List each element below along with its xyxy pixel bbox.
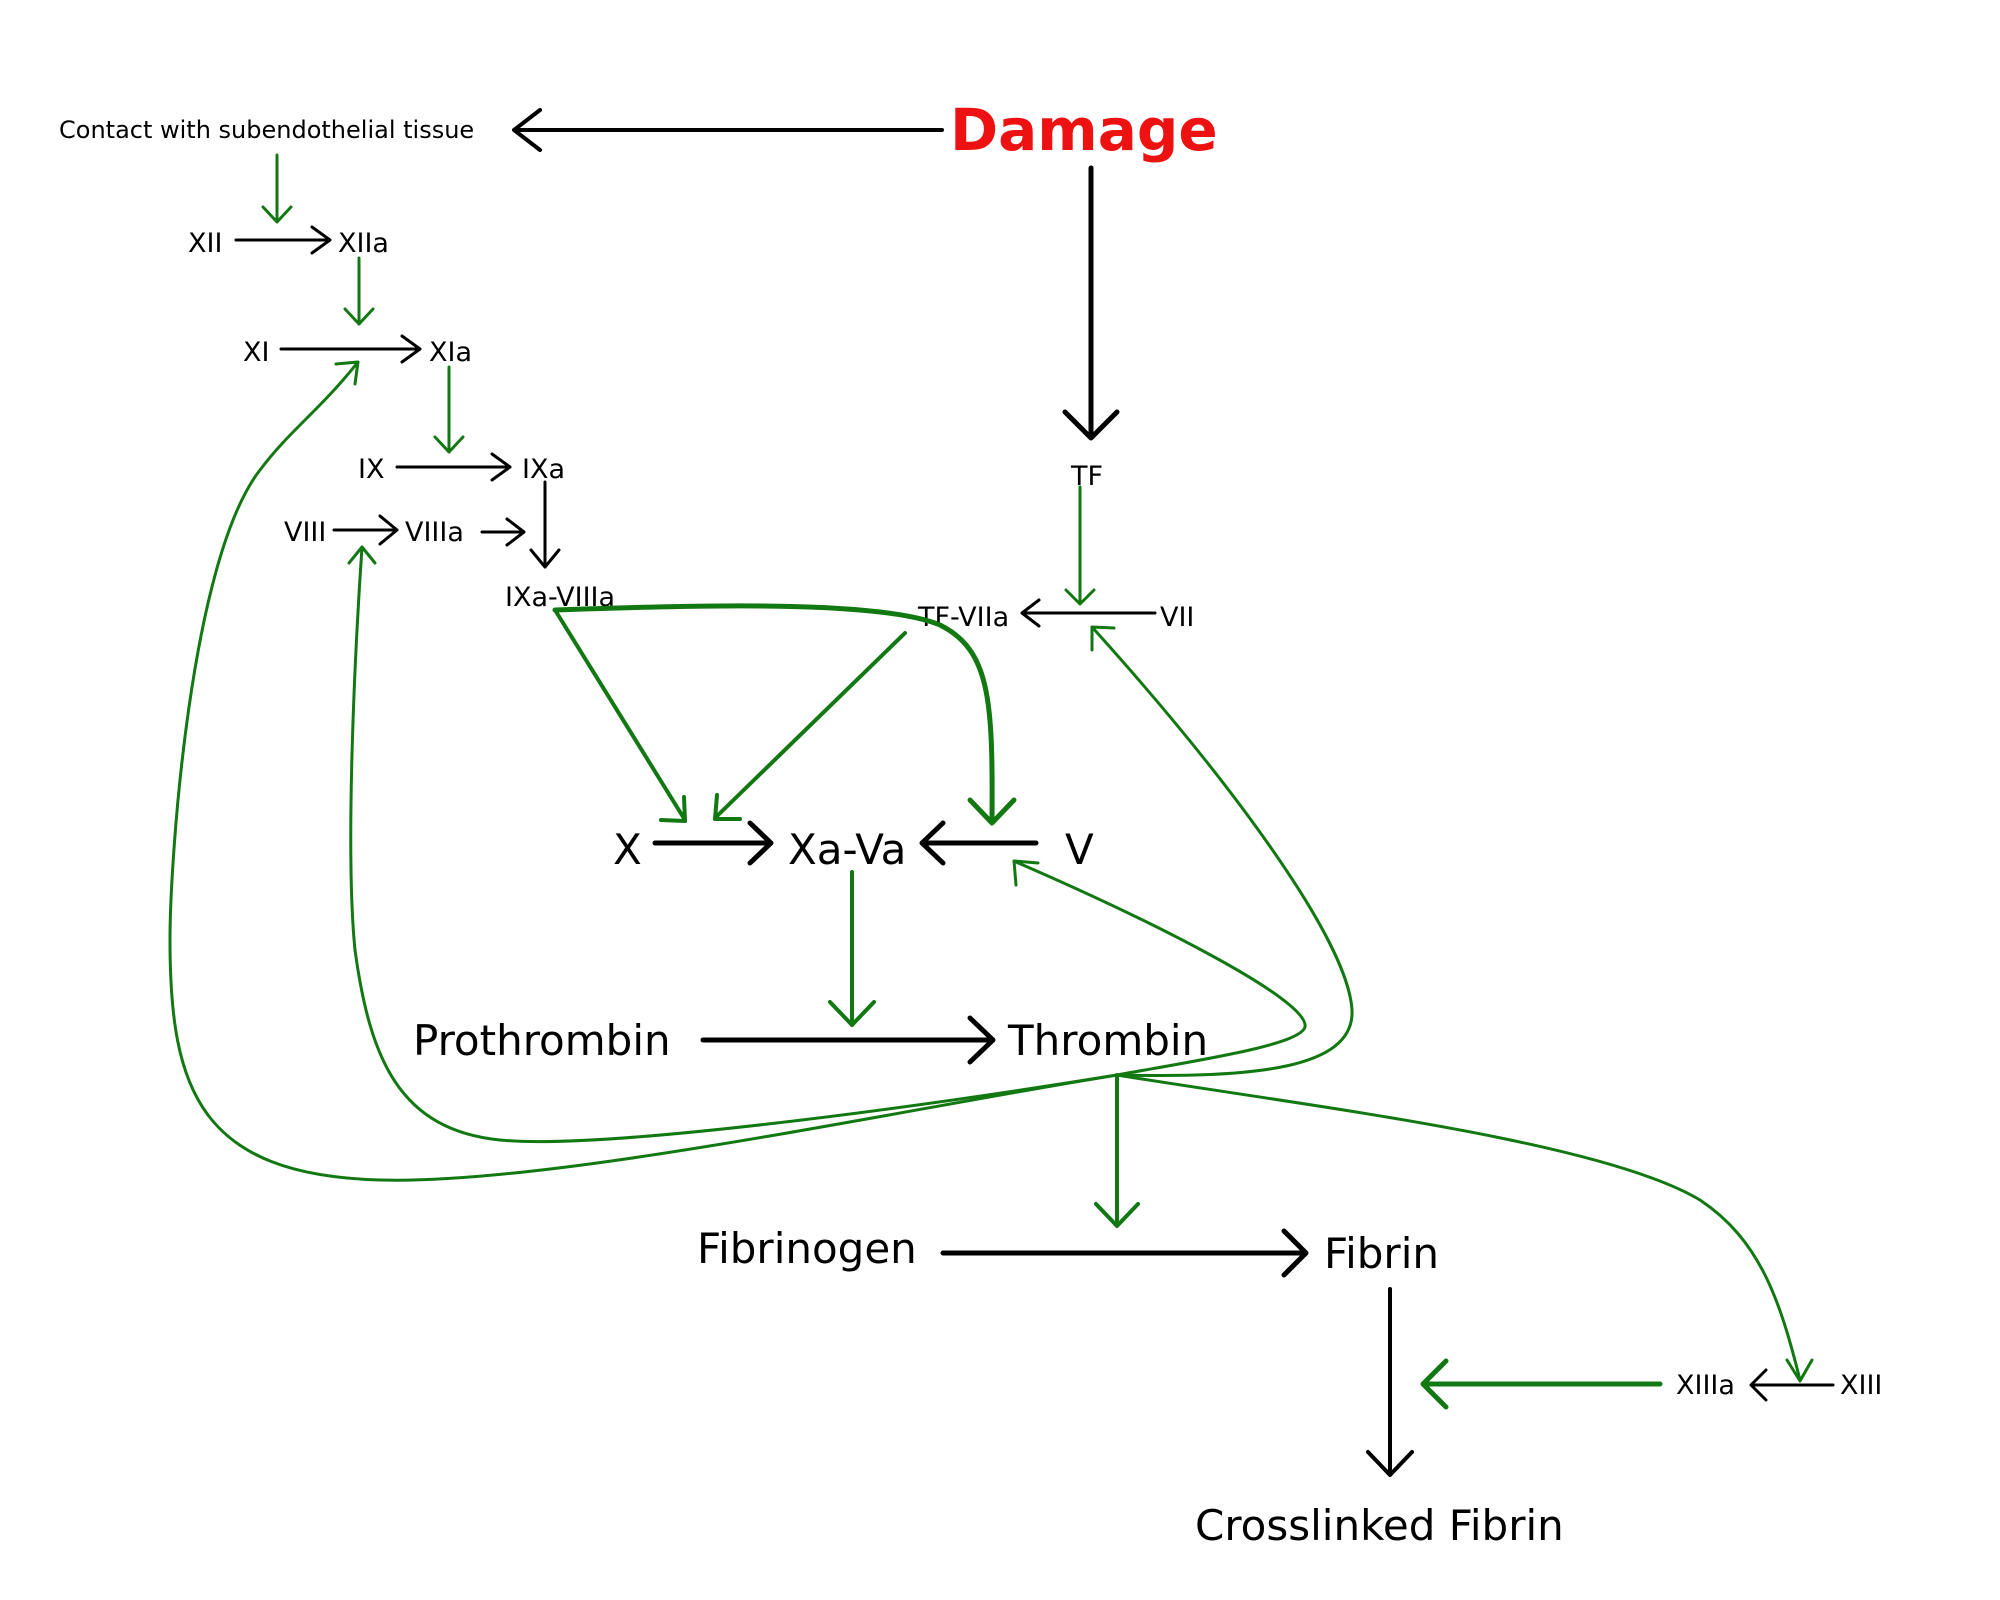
arrow-thrombin-activates-fibrinogen	[1094, 1073, 1140, 1228]
arrow-complex-activates-v	[552, 603, 1017, 826]
arrow-xiia-activates-xi	[343, 256, 375, 326]
arrow-thrombin-activates-xi	[168, 360, 1119, 1182]
arrow-thrombin-activates-v	[1012, 859, 1307, 1077]
arrow-tf-activates-vii	[1064, 485, 1096, 606]
node-viiia: VIIIa	[405, 517, 464, 548]
arrow-ixa-to-complex	[529, 480, 561, 569]
arrow-x-to-xa-va	[652, 820, 774, 866]
arrow-thrombin-activates-viii	[347, 545, 1119, 1144]
arrow-viii-to-viiia	[332, 514, 399, 546]
arrow-xii-to-xiia	[234, 225, 332, 255]
arrow-tf-viia-activates-x	[713, 631, 907, 821]
node-contact: Contact with subendothelial tissue	[59, 116, 474, 144]
node-xiiia: XIIIa	[1676, 1370, 1735, 1401]
arrow-xiiia-activates-fibrin	[1420, 1358, 1663, 1410]
arrow-ix-to-ixa	[395, 452, 512, 482]
node-xia: XIa	[429, 337, 472, 368]
node-crosslinked-fibrin: Crosslinked Fibrin	[1195, 1501, 1564, 1550]
arrow-xiii-to-xiiia	[1749, 1368, 1835, 1402]
arrow-thrombin-activates-xiii	[1115, 1073, 1814, 1383]
node-tf: TF	[1070, 461, 1103, 492]
arrow-complex-activates-x	[553, 608, 687, 823]
arrow-contact-activates-xii	[261, 153, 293, 224]
node-prothrombin: Prothrombin	[413, 1016, 671, 1065]
node-thrombin: Thrombin	[1007, 1016, 1208, 1065]
arrow-thrombin-activates-vii	[1090, 625, 1354, 1078]
node-x: X	[613, 825, 642, 874]
node-fibrinogen: Fibrinogen	[697, 1224, 917, 1273]
node-ixa: IXa	[522, 454, 565, 485]
arrow-xa-va-activates-prothrombin	[828, 870, 876, 1027]
arrow-damage-to-tf	[1062, 165, 1120, 441]
arrow-v-to-xa-va	[919, 820, 1039, 866]
node-xiia: XIIa	[338, 228, 389, 259]
node-xa-va: Xa-Va	[788, 825, 906, 874]
arrow-prothrombin-to-thrombin	[700, 1015, 996, 1065]
node-fibrin: Fibrin	[1324, 1229, 1439, 1278]
node-ix: IX	[358, 454, 384, 485]
arrow-xi-to-xia	[279, 334, 422, 364]
node-v: V	[1065, 825, 1094, 874]
node-viii: VIII	[284, 517, 326, 548]
arrow-vii-to-tf-viia	[1020, 598, 1157, 628]
arrow-xia-activates-ix	[433, 365, 465, 454]
node-xii: XII	[188, 228, 222, 259]
node-xiii: XIII	[1840, 1370, 1882, 1401]
arrow-viiia-to-complex	[480, 517, 526, 547]
node-tf-viia: TF-VIIa	[917, 602, 1009, 633]
arrow-fibrin-to-crosslinked	[1366, 1287, 1414, 1477]
node-xi: XI	[243, 337, 269, 368]
node-vii: VII	[1160, 602, 1194, 633]
arrow-damage-to-contact	[512, 108, 944, 152]
arrow-fibrinogen-to-fibrin	[940, 1228, 1309, 1278]
node-damage: Damage	[950, 96, 1218, 164]
